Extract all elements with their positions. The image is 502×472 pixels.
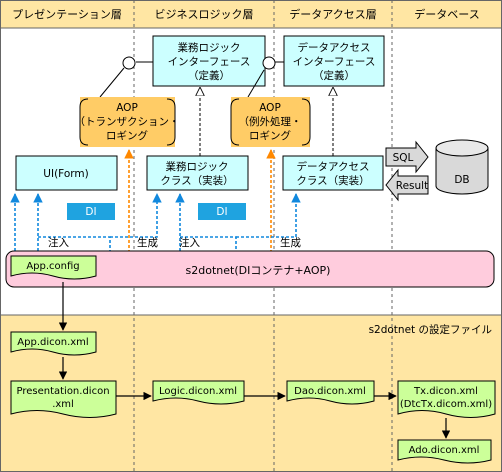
business-interface-line: 業務ロジック (178, 41, 241, 54)
data-class-line: クラス（実装） (296, 174, 369, 187)
di-label: DI (216, 206, 227, 218)
sql-arrow: SQL (385, 140, 429, 174)
inject-label: 注入 (179, 236, 200, 249)
logic-dicon-label: Logic.dicon.xml (159, 386, 237, 397)
tx-dicon-line: (DtcTx.dicom.xml) (400, 399, 492, 410)
data-access-interface-box: データアクセス インターフェース （定義） (283, 35, 385, 87)
aop-exception-box: AOP （例外処理・ ロギング (230, 97, 311, 147)
business-class-line: 業務ロジック (166, 160, 229, 173)
di-badge: DI (67, 203, 115, 220)
settings-title: s2dotnet の設定ファイル (369, 323, 492, 336)
tx-dicon-doc: Tx.dicon.xml (DtcTx.dicom.xml) (397, 380, 496, 418)
tx-dicon-line: Tx.dicon.xml (413, 386, 478, 397)
app-dicon-label: App.dicon.xml (17, 337, 88, 348)
ui-form-label: UI(Form) (43, 168, 88, 180)
layer-title-presentation: プレゼンテーション層 (12, 8, 122, 21)
di-label: DI (85, 206, 96, 218)
generate-label: 生成 (137, 236, 158, 249)
interface-lollipop (99, 56, 153, 98)
result-arrow: Result (385, 168, 429, 202)
logic-dicon-doc: Logic.dicon.xml (152, 380, 245, 405)
di-arrows (10, 193, 301, 251)
generate-label: 生成 (280, 236, 301, 249)
layer-header-band (0, 0, 502, 28)
aop-transaction-line: AOP (116, 102, 138, 114)
aop-exception-line: AOP (259, 102, 281, 114)
data-interface-line: データアクセス (298, 41, 371, 54)
presentation-dicon-doc: Presentation.dicon .xml (10, 380, 117, 418)
layer-title-data-access: データアクセス層 (289, 7, 376, 21)
data-interface-line: （定義） (313, 69, 355, 82)
ado-dicon-label: Ado.dicon.xml (409, 445, 480, 456)
di-badge: DI (198, 203, 246, 220)
data-interface-line: インターフェース (293, 56, 376, 68)
dao-dicon-doc: Dao.dicon.xml (286, 380, 375, 405)
app-config-label: App.config (26, 261, 79, 272)
presentation-dicon-line: .xml (52, 399, 74, 410)
layer-title-business: ビジネスロジック層 (155, 8, 254, 21)
business-interface-line: （定義） (188, 69, 230, 82)
aop-exception-line: ロギング (249, 129, 291, 142)
container-name: s2dotnet(DIコンテナ+AOP) (186, 264, 331, 277)
ado-dicon-doc: Ado.dicon.xml (397, 439, 492, 464)
ui-form-box: UI(Form) (15, 155, 118, 191)
database-cylinder: DB (435, 139, 489, 195)
presentation-dicon-line: Presentation.dicon (16, 386, 109, 397)
database-label: DB (454, 174, 469, 186)
result-label: Result (396, 180, 428, 192)
app-dicon-doc: App.dicon.xml (10, 331, 97, 356)
interface-lollipop (247, 56, 284, 98)
business-class-box: 業務ロジック クラス（実装） (146, 155, 249, 191)
business-interface-line: インターフェース (168, 56, 251, 68)
settings-flow-arrows (58, 282, 451, 439)
inject-label: 注入 (48, 236, 69, 249)
s2dotnet-container: s2dotnet(DIコンテナ+AOP) (5, 250, 495, 288)
dao-dicon-label: Dao.dicon.xml (294, 386, 366, 397)
sql-label: SQL (393, 152, 414, 164)
layer-title-database: データベース (414, 7, 479, 21)
business-class-line: クラス（実装） (160, 174, 233, 187)
data-class-line: データアクセス (297, 160, 370, 173)
app-config-doc: App.config (10, 255, 97, 280)
aop-transaction-line: （トランザクション・ (75, 116, 180, 128)
data-access-class-box: データアクセス クラス（実装） (282, 155, 384, 191)
aop-exception-line: （例外処理・ (239, 115, 302, 128)
aop-transaction-box: AOP （トランザクション・ ロギング (75, 97, 180, 147)
aop-transaction-line: ロギング (106, 129, 148, 142)
business-interface-box: 業務ロジック インターフェース （定義） (152, 35, 266, 87)
